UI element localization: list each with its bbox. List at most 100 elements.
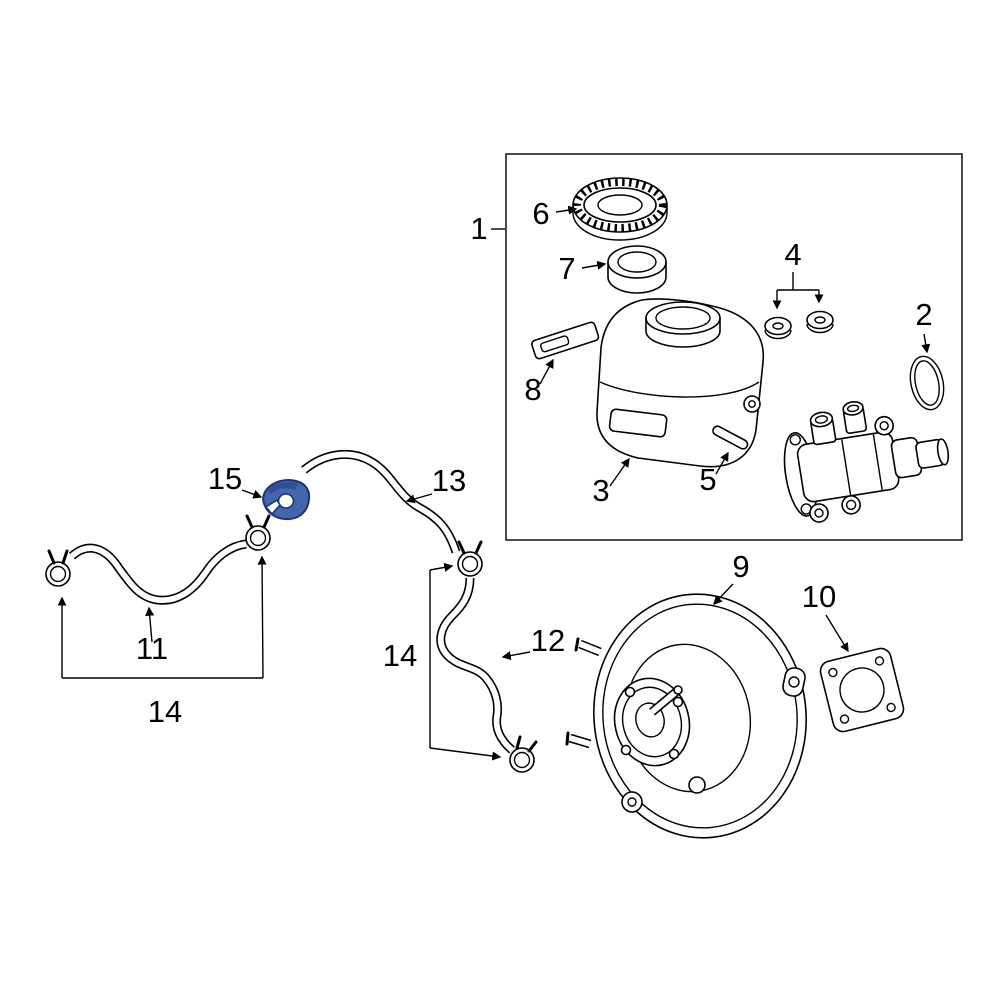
clip-hole xyxy=(277,493,295,509)
booster-port1 xyxy=(621,791,643,813)
mc-port1 xyxy=(809,411,834,428)
cap-top xyxy=(583,187,657,223)
clamp-left-a xyxy=(45,549,71,587)
part-master-cylinder xyxy=(783,400,950,523)
mc-flange-hole-top xyxy=(789,434,801,446)
part-oring xyxy=(909,333,945,411)
callout-11: 11 xyxy=(136,631,168,666)
booster-flange-inner xyxy=(621,686,683,758)
leader-12 xyxy=(501,651,531,661)
clamp-d-ears xyxy=(515,735,538,753)
oring-outer xyxy=(909,355,945,411)
callout-2: 2 xyxy=(915,297,932,332)
booster-flange-stud4 xyxy=(668,748,680,760)
booster-port1-hole xyxy=(627,797,637,807)
hose12-outline xyxy=(436,577,516,754)
adapter-top xyxy=(607,245,667,279)
cap-side xyxy=(572,206,668,241)
booster-stud1-fill xyxy=(578,641,602,655)
callout-5: 5 xyxy=(699,462,716,497)
leader-7 xyxy=(581,260,607,270)
reservoir-seam xyxy=(599,381,760,398)
mc-body xyxy=(796,431,900,503)
bracket-14-left xyxy=(57,555,267,679)
part-cap-adapter xyxy=(607,245,667,294)
leader-8 xyxy=(539,358,554,385)
booster-stud1-cap xyxy=(574,637,580,652)
booster-rod-fill xyxy=(650,689,678,715)
part-hose-center xyxy=(436,577,516,754)
booster-rod-tip xyxy=(673,685,683,695)
callout-13: 13 xyxy=(432,463,466,498)
assembly-box-outline xyxy=(505,153,963,541)
gasket-hole4 xyxy=(886,702,896,713)
clamp-left-b xyxy=(245,514,271,551)
reservoir-tab xyxy=(743,395,761,413)
grommet1-hole xyxy=(772,322,784,330)
bracket14-center-arrow-bottom xyxy=(429,747,502,761)
callout-14-center: 14 xyxy=(383,638,417,673)
booster-stud2-cap xyxy=(565,731,570,746)
mc-ear-bottom-hole xyxy=(814,508,824,518)
mc-port2-bore xyxy=(846,404,860,413)
hose12-fill xyxy=(437,577,514,753)
cap-knurl xyxy=(573,178,667,232)
part-booster xyxy=(565,593,807,839)
booster-flange-stud3 xyxy=(620,744,632,756)
leader-5 xyxy=(715,451,729,475)
booster-tab-hole xyxy=(788,676,800,688)
mc-ear-bottom xyxy=(809,503,829,523)
grommet2-hole xyxy=(814,316,826,324)
callout-8: 8 xyxy=(524,372,541,407)
clamp-d-inner xyxy=(513,751,531,769)
bracket-slot xyxy=(540,335,570,353)
booster-rim xyxy=(602,603,798,829)
part-clip-highlighted[interactable] xyxy=(262,479,311,521)
mc-body-line2 xyxy=(872,434,883,490)
callout-7: 7 xyxy=(558,251,575,286)
clamp-b-ring xyxy=(245,525,271,551)
callout-10: 10 xyxy=(802,579,836,614)
mc-ear-top-hole xyxy=(879,421,889,431)
hose11-fill xyxy=(70,541,247,604)
assembly-box xyxy=(491,153,963,541)
booster-bore xyxy=(635,702,665,738)
mc-ear-top xyxy=(874,415,894,436)
gasket-plate xyxy=(819,647,905,733)
reservoir-neck-bore xyxy=(655,306,711,330)
part-hose-top xyxy=(301,449,461,554)
bracket14-left-arrow-b xyxy=(257,555,267,679)
leader-13 xyxy=(405,493,433,504)
part-bracket xyxy=(531,321,600,360)
callout-4: 4 xyxy=(784,237,801,272)
bracket-body xyxy=(531,321,600,360)
hose13-fill xyxy=(302,451,459,553)
oring-inner xyxy=(914,360,940,406)
grommet2-side xyxy=(806,323,834,334)
leader-3 xyxy=(609,457,630,487)
clamp-c-ring xyxy=(457,551,483,577)
grommet1-side xyxy=(764,329,792,340)
callout-6: 6 xyxy=(532,196,549,231)
callout-14-left: 14 xyxy=(148,694,182,729)
reservoir-tab-hole xyxy=(748,400,756,408)
gasket-bore xyxy=(839,667,885,713)
part-cap xyxy=(572,177,668,241)
leader-9 xyxy=(713,583,734,605)
booster-port2 xyxy=(688,776,706,794)
callout-3: 3 xyxy=(592,473,609,508)
part-gasket xyxy=(819,647,905,733)
part-pin xyxy=(712,425,749,450)
mc-snout-end xyxy=(936,438,950,466)
booster-stud2-fill xyxy=(569,735,591,747)
grommet1 xyxy=(764,316,792,336)
gasket-hole3 xyxy=(839,714,850,724)
gasket-hole2 xyxy=(874,656,885,666)
clip-slot xyxy=(264,498,281,516)
clamp-b-ears xyxy=(245,514,271,529)
booster-tab xyxy=(782,667,806,697)
pin-body xyxy=(712,425,749,450)
leader-lines xyxy=(145,205,849,661)
